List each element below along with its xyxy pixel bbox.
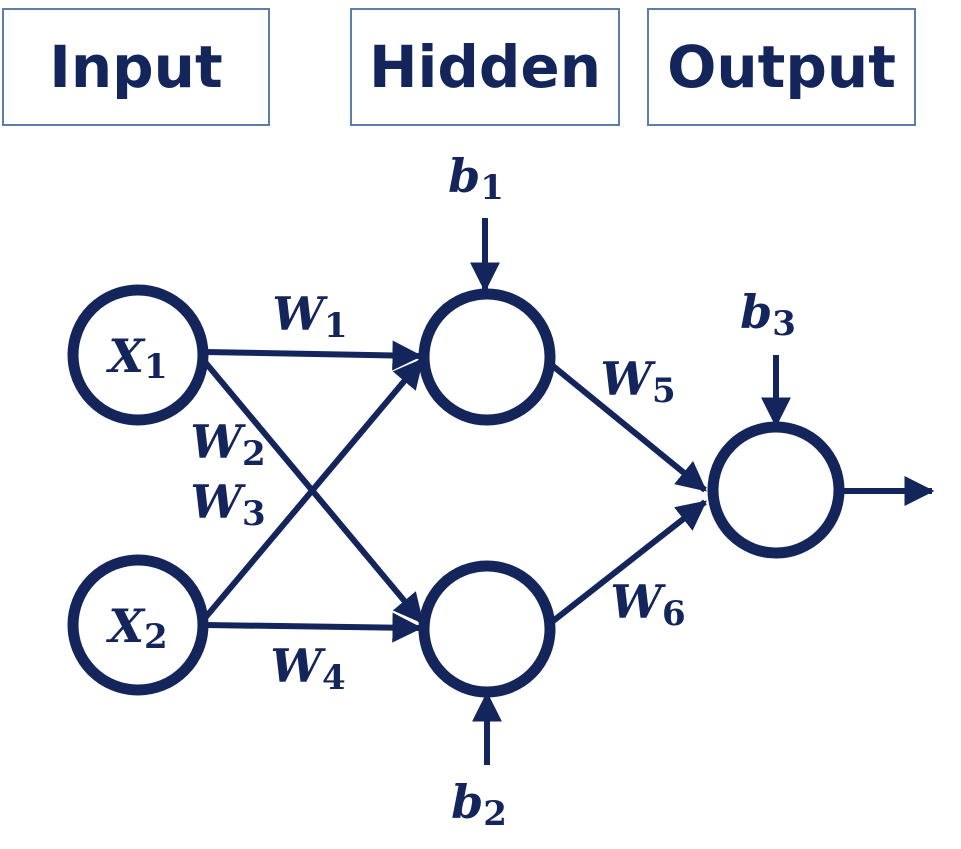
weight-label-w6: W6 [610,575,685,634]
edge-w4 [204,612,423,643]
hidden-layer-label: Hidden [368,33,602,101]
input-layer-title: Input [2,8,270,126]
input-layer-label: Input [49,33,223,101]
weight-label-w5: W5 [600,352,675,411]
weight-label-w1-sub: 1 [324,306,348,346]
node-label-x2: X2 [105,599,167,657]
output-node [707,421,845,559]
edge-w1 [204,340,423,371]
weight-label-w4-base: W [270,639,326,693]
weight-label-w3: W3 [190,475,265,534]
node-label-x1: X1 [105,329,167,387]
hidden-node-1 [418,288,556,426]
weight-label-w5-base: W [600,352,656,406]
bias-label-b2-base: b [451,775,483,829]
bias-label-b3-sub: 3 [772,304,796,344]
weight-label-w6-base: W [610,575,666,629]
input-node-x1 [67,284,209,426]
bias-label-b1-sub: 1 [480,168,504,208]
bias-label-b1: b1 [448,149,504,208]
weight-label-w6-sub: 6 [662,594,686,634]
weight-label-w5-sub: 5 [652,371,676,411]
weight-label-w2: W2 [190,415,265,474]
weight-label-w4-sub: 4 [322,658,346,698]
hidden-node-2 [418,560,556,698]
node-label-x1-base: X [105,329,146,383]
bias-label-b3-base: b [740,285,772,339]
weight-label-w3-sub: 3 [242,494,266,534]
output-layer-title: Output [647,8,916,126]
bias-label-b3: b3 [740,285,796,344]
node-label-x1-sub: 1 [144,347,168,387]
edge-w5 [546,359,707,493]
bias-label-b2-sub: 2 [483,794,507,834]
hidden-layer-title: Hidden [350,8,620,126]
weight-label-w2-sub: 2 [242,434,266,474]
weight-label-w4: W4 [270,639,345,698]
edge-w3 [202,358,425,620]
node-label-x2-base: X [105,599,146,653]
weight-label-w3-base: W [190,475,246,529]
input-node-x2 [67,554,209,696]
output-layer-label: Output [667,33,896,101]
bias-label-b2: b2 [451,775,507,834]
weight-label-w2-base: W [190,415,246,469]
edge-w6 [546,499,707,628]
node-label-x2-sub: 2 [144,617,168,657]
bias-label-b1-base: b [448,149,480,203]
weight-label-w1-base: W [272,287,328,341]
weight-label-w1: W1 [272,287,347,346]
